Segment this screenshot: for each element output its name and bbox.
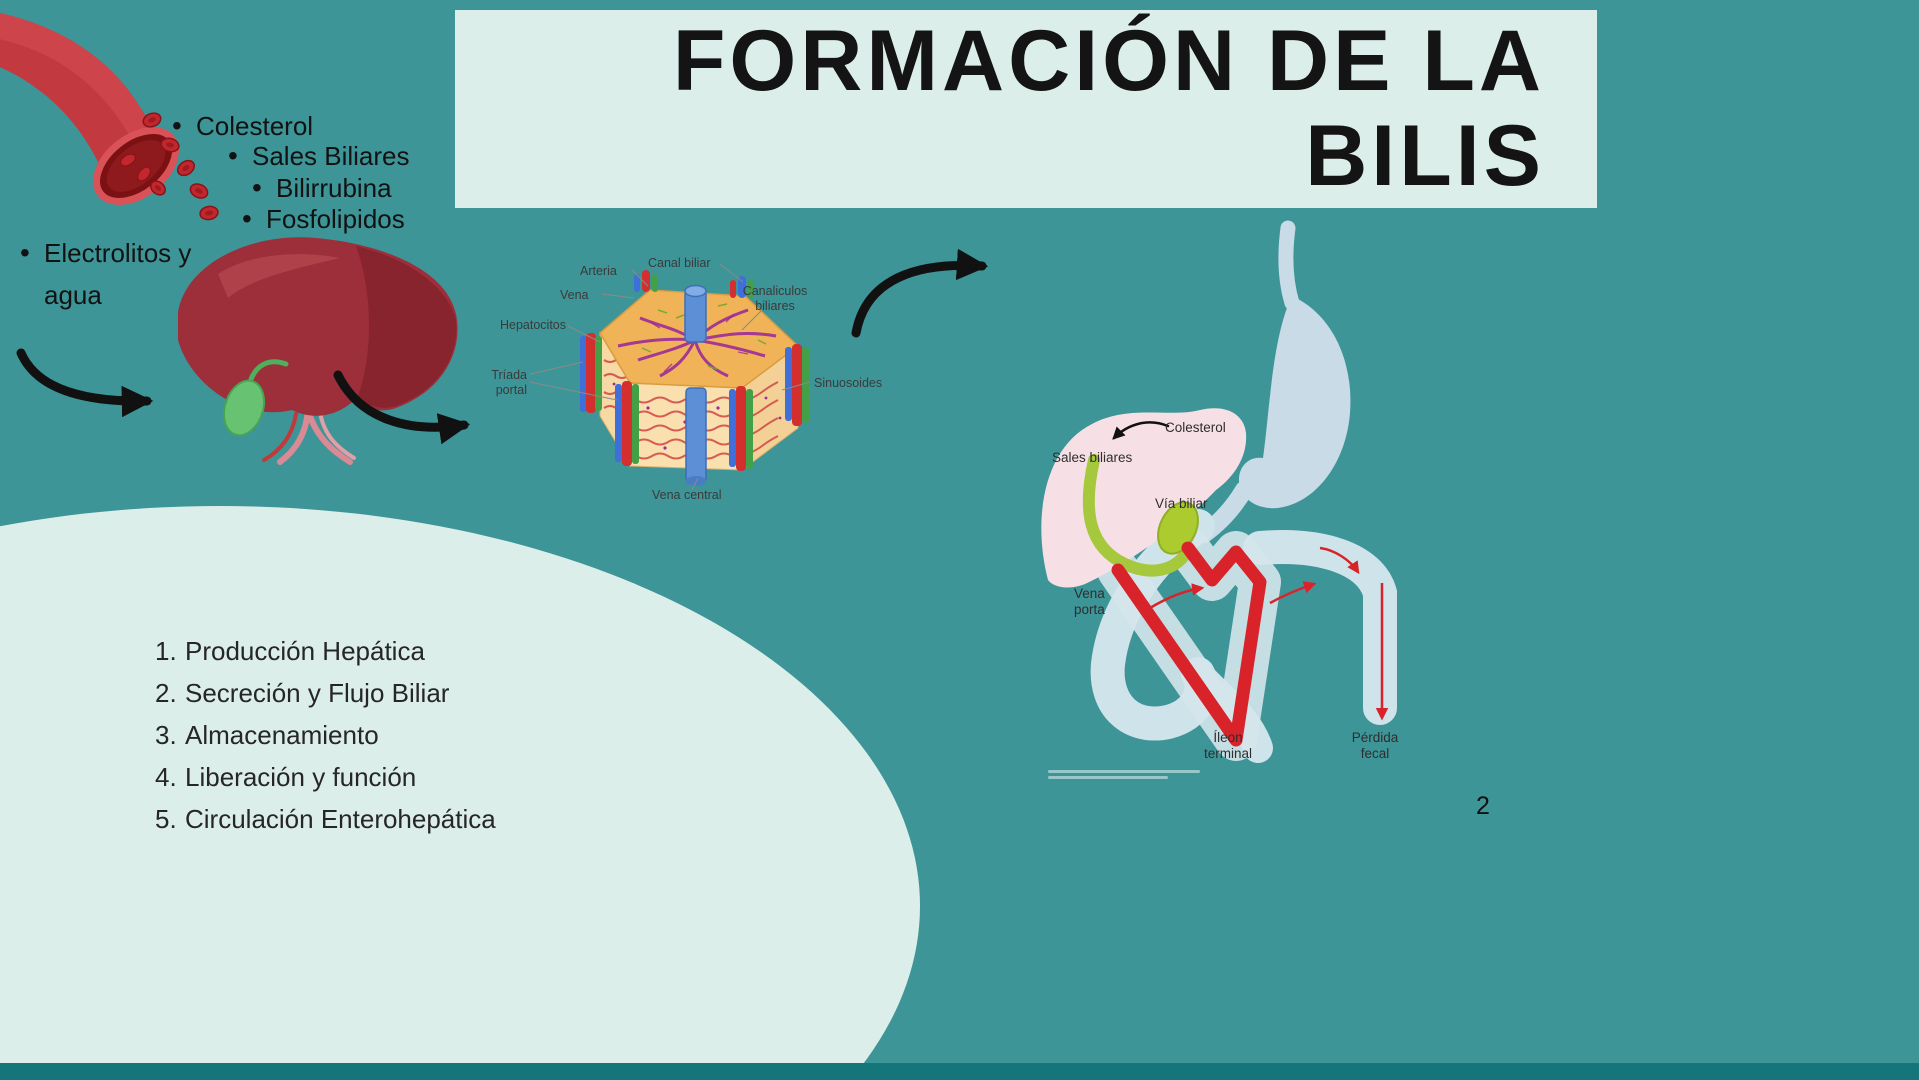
liver-art <box>178 237 458 465</box>
list-number: 2. <box>155 678 177 708</box>
bile-duct <box>1082 454 1199 577</box>
page-number: 2 <box>1476 792 1490 820</box>
enterohepatic-circulation-diagram: Colesterol Sales biliares Vía biliar Ven… <box>1030 220 1450 798</box>
blood-vessel-art <box>0 12 219 221</box>
page-title-line2: BILIS <box>1305 108 1545 204</box>
label-canal-biliar: Canal biliar <box>648 256 711 270</box>
footer-strip <box>0 1063 1919 1080</box>
central-vein <box>684 284 707 486</box>
label-via-biliar: Vía biliar <box>1155 496 1208 511</box>
bullet-electrolitos-agua: Electrolitos y agua <box>20 232 244 316</box>
portal-triads <box>580 270 809 471</box>
pointer-lines <box>529 263 811 491</box>
flow-arrow-2 <box>330 365 480 445</box>
list-item: 5. Circulación Enterohepática <box>155 798 496 840</box>
liver-lobule-diagram: Arteria Canal biliar Vena Canaliculos bi… <box>480 248 900 518</box>
list-label: Secreción y Flujo Biliar <box>185 678 450 708</box>
list-label: Liberación y función <box>185 762 417 792</box>
list-number: 5. <box>155 804 177 834</box>
process-list: 1. Producción Hepática 2. Secreción y Fluj… <box>155 630 496 840</box>
label-vena-porta: Vena porta <box>1074 586 1105 618</box>
label-vena: Vena <box>560 288 589 302</box>
list-label: Almacenamiento <box>185 720 379 750</box>
flow-arrows-red <box>1149 546 1389 721</box>
label-arteria: Arteria <box>580 264 617 278</box>
list-item: 1. Producción Hepática <box>155 630 496 672</box>
label-ileon-terminal: Íleon terminal <box>1203 730 1252 762</box>
list-number: 4. <box>155 762 177 792</box>
gallbladder-icon <box>1157 501 1199 555</box>
list-item: 3. Almacenamiento <box>155 714 496 756</box>
list-label: Producción Hepática <box>185 636 425 666</box>
bullet-fosfolipidos: Fosfolipidos <box>242 203 405 235</box>
bullet-bilirrubina: Bilirrubina <box>252 172 392 204</box>
flow-arrow-3 <box>848 248 998 343</box>
blood-vessel-illustration <box>0 8 240 248</box>
label-perdida-fecal: Pérdida fecal <box>1351 730 1399 762</box>
label-canaliculos-biliares: Canaliculos biliares <box>742 284 808 313</box>
stomach <box>1195 220 1351 543</box>
label-colesterol: Colesterol <box>1165 420 1226 435</box>
label-sales-biliares: Sales biliares <box>1052 450 1133 465</box>
title-band: FORMACIÓN DE LA BILIS <box>455 10 1597 208</box>
bullet-sales-biliares: Sales Biliares <box>228 140 410 172</box>
label-vena-central: Vena central <box>652 488 722 502</box>
list-number: 3. <box>155 720 177 750</box>
label-triada-portal: Tríada portal <box>491 368 527 397</box>
list-label: Circulación Enterohepática <box>185 804 496 834</box>
flow-arrow-1 <box>15 345 165 420</box>
list-item: 4. Liberación y función <box>155 756 496 798</box>
list-item: 2. Secreción y Flujo Biliar <box>155 672 496 714</box>
portal-vein-path <box>1111 541 1267 747</box>
bullet-colesterol: Colesterol <box>172 110 313 142</box>
page-title-line1: FORMACIÓN DE LA <box>672 13 1545 109</box>
colesterol-arrow <box>1112 421 1170 440</box>
label-hepatocitos: Hepatocitos <box>499 318 566 332</box>
liver-body <box>178 237 458 416</box>
list-number: 1. <box>155 636 177 666</box>
gallbladder <box>222 359 289 437</box>
label-sinusoides: Sinuosoides <box>814 376 883 390</box>
circulation-art <box>1041 220 1397 763</box>
credit-line-1 <box>1048 770 1200 773</box>
hepatic-vessels <box>262 407 356 465</box>
liver-illustration <box>158 212 478 467</box>
lobule-art <box>529 263 811 491</box>
credit-line-2 <box>1048 776 1168 779</box>
red-blood-cells <box>142 112 219 221</box>
